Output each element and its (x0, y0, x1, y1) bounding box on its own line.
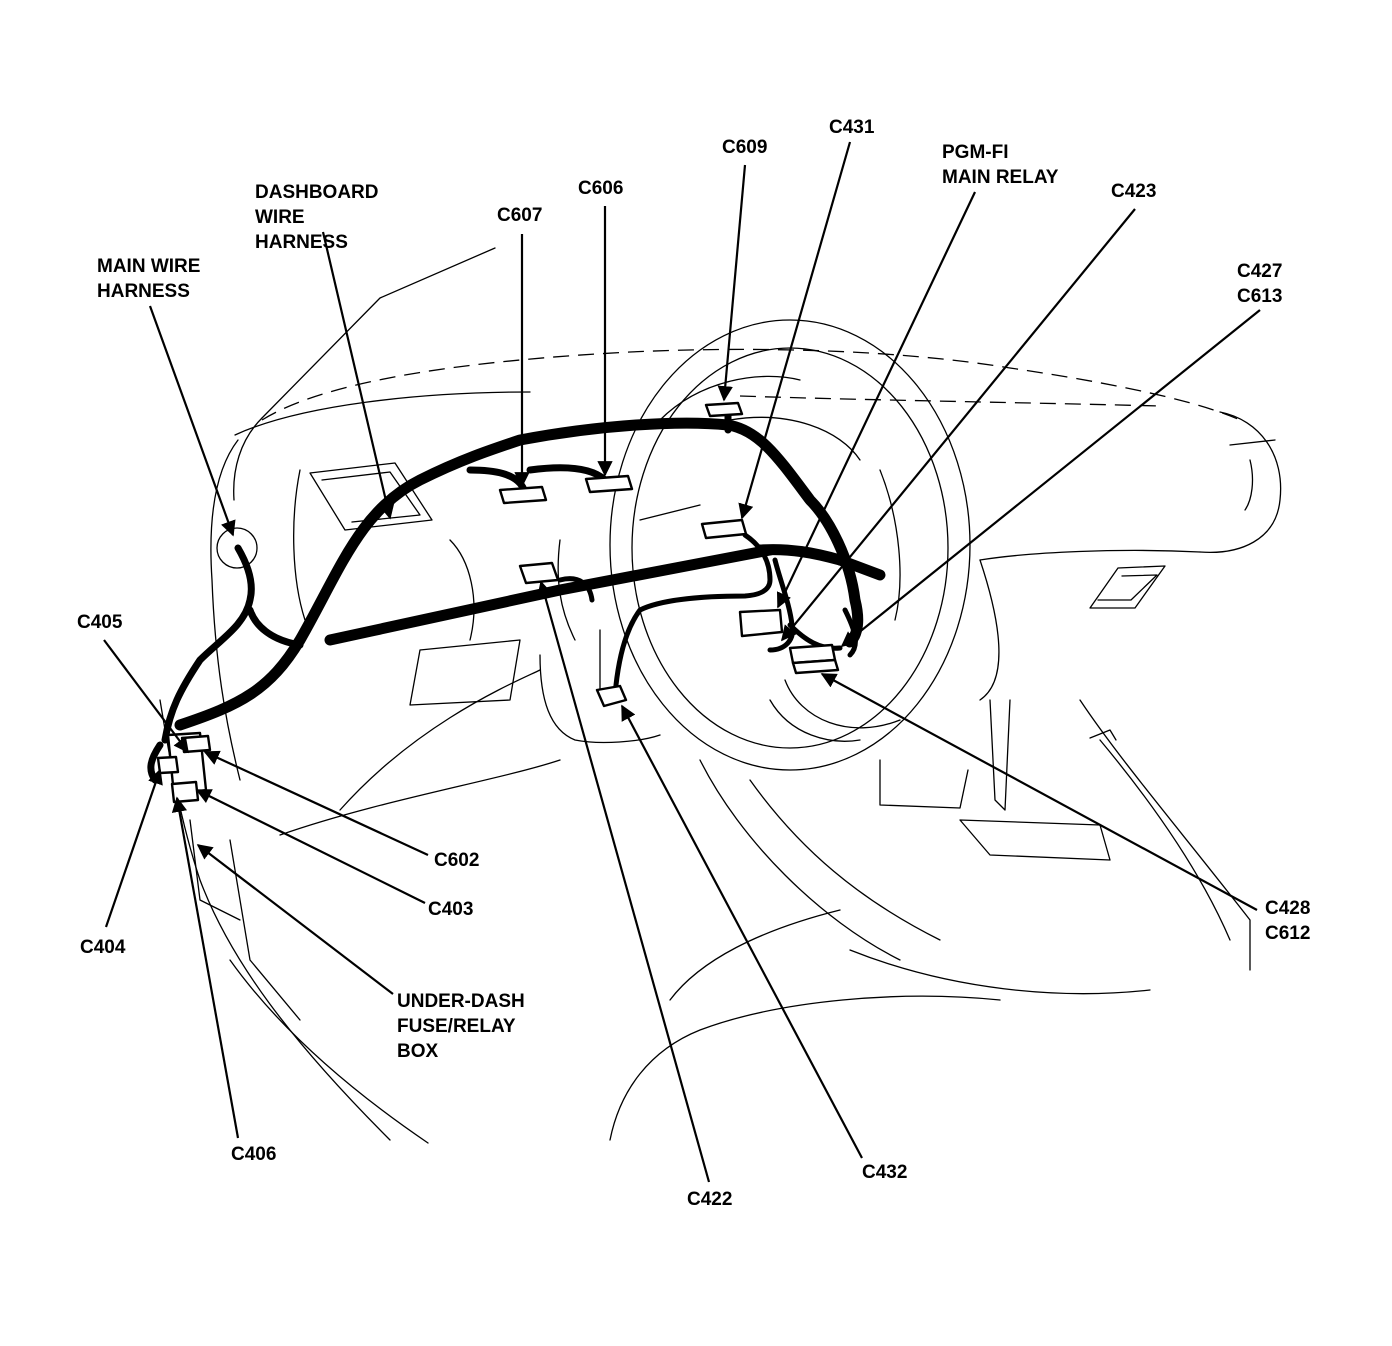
leader-dashboard-wire-harness (321, 231, 395, 520)
label-c428-c612: C428 C612 (1265, 898, 1316, 944)
label-c403: C403 (428, 899, 473, 920)
labels: MAIN WIRE HARNESS DASHBOARD WIRE HARNESS… (77, 117, 1316, 1210)
label-c422: C422 (687, 1189, 732, 1210)
leader-c602 (203, 750, 429, 856)
leader-under-dash-box (196, 844, 394, 995)
leader-c609 (717, 164, 747, 402)
leader-c405 (103, 639, 189, 754)
connector-c609 (704, 401, 744, 418)
label-c406: C406 (231, 1144, 276, 1165)
leader-lines (103, 141, 1261, 1183)
label-c423: C423 (1111, 181, 1156, 202)
label-c432: C432 (862, 1162, 907, 1183)
label-main-wire-harness: MAIN WIRE HARNESS (97, 256, 206, 302)
label-c607: C607 (497, 205, 542, 226)
connector-c404 (156, 755, 180, 775)
leader-pgm-fi-main-relay (776, 191, 976, 609)
connector-c422 (518, 561, 560, 585)
leader-c427-c613 (840, 309, 1261, 647)
leader-c431 (738, 141, 852, 520)
label-c609: C609 (722, 137, 767, 158)
label-c405: C405 (77, 612, 123, 633)
connector-c403 (170, 780, 200, 804)
leader-c404 (104, 768, 163, 928)
label-under-dash-fuse-relay-box: UNDER-DASH FUSE/RELAY BOX (397, 991, 530, 1062)
connector-c606 (584, 474, 634, 494)
label-c427-c613: C427 C613 (1237, 261, 1288, 307)
connector-c432 (595, 684, 628, 708)
connector-pgm-fi-main-relay (738, 608, 784, 638)
label-c606: C606 (578, 178, 623, 199)
connector-c607 (498, 485, 548, 505)
label-c404: C404 (80, 937, 126, 958)
label-c431: C431 (829, 117, 875, 138)
label-pgm-fi-main-relay: PGM-FI MAIN RELAY (942, 142, 1059, 188)
label-c602: C602 (434, 850, 479, 871)
leader-c422 (537, 580, 711, 1183)
leader-c406 (171, 796, 240, 1139)
leader-c428-c612 (820, 673, 1258, 911)
leader-c403 (195, 789, 426, 904)
connector-c428-c612 (791, 658, 840, 675)
label-dashboard-wire-harness: DASHBOARD WIRE HARNESS (255, 182, 384, 253)
leader-c423 (781, 208, 1136, 642)
dashboard-wire-harness (174, 408, 864, 731)
connectors (156, 401, 840, 804)
connector-c431 (700, 518, 748, 540)
dashboard-outline (159, 247, 1282, 1144)
leader-main-wire-harness (148, 305, 236, 537)
leader-c432 (621, 704, 863, 1159)
